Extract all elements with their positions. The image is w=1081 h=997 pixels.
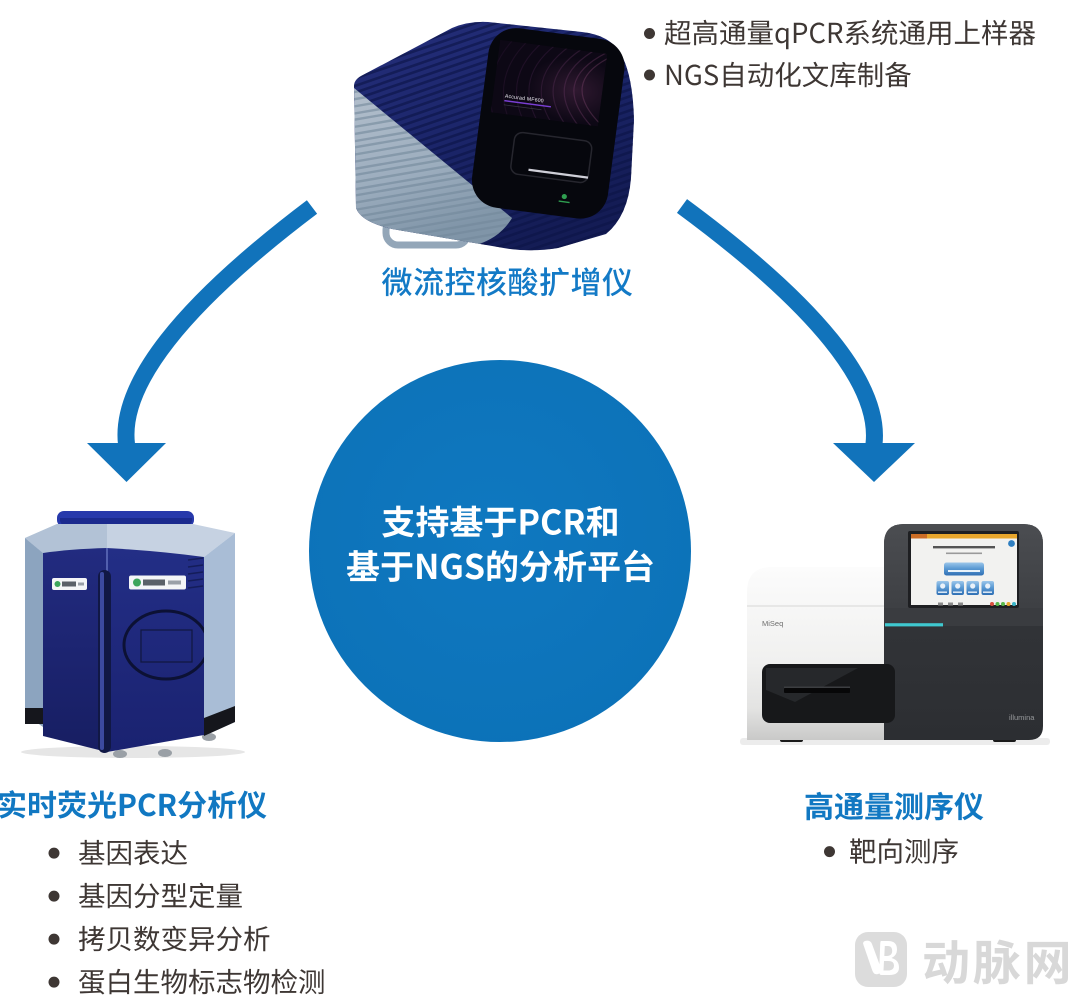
svg-text:MiSeq: MiSeq — [762, 619, 783, 628]
svg-text:illumina: illumina — [1009, 713, 1035, 722]
svg-text:Accurad MF600: Accurad MF600 — [504, 93, 544, 104]
